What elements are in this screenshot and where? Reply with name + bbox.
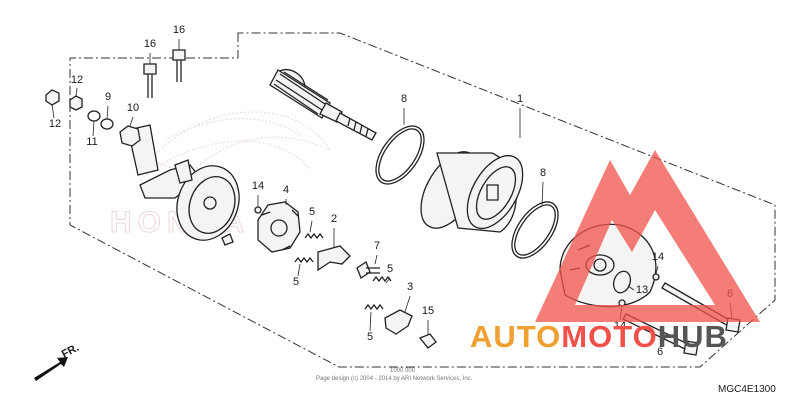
callout-c8b: 8 — [540, 167, 546, 179]
callout-c11: 11 — [86, 136, 97, 148]
callout-c5c: 5 — [387, 263, 393, 275]
callout-c13: 13 — [636, 284, 648, 296]
watermark-word-auto: AUTO — [470, 319, 561, 354]
callout-c12b: 12 — [49, 118, 61, 130]
callout-c5d: 5 — [367, 331, 373, 343]
front-cover — [127, 124, 240, 241]
nut-12-right — [69, 95, 83, 111]
o-ring-upper — [375, 125, 425, 185]
diagram-code: MGC4E1300 — [718, 384, 776, 395]
callout-c9: 9 — [105, 91, 111, 103]
watermark-logo-icon — [535, 150, 760, 322]
callout-c16b: 16 — [173, 24, 185, 36]
callout-c14c: 14 — [614, 320, 626, 332]
callout-c1: 1 — [517, 93, 523, 105]
callout-c6b: 6 — [657, 346, 663, 358]
front-direction-indicator: FR. — [34, 342, 81, 381]
terminal-brush — [317, 245, 351, 272]
copyright-text: Page design (c) 2004 - 2014 by ARI Netwo… — [316, 376, 473, 382]
callout-c2: 2 — [331, 213, 337, 225]
callout-c3: 3 — [407, 281, 413, 293]
callout-c14b: 14 — [652, 251, 664, 263]
automotohub-watermark: AUTOMOTOHUB — [470, 150, 760, 354]
small-note: 1000 000 — [390, 368, 416, 374]
spring-1 — [304, 232, 324, 240]
callout-c15: 15 — [422, 305, 434, 317]
callout-c7: 7 — [374, 240, 380, 252]
svg-text:AUTOMOTOHUB: AUTOMOTOHUB — [470, 319, 728, 354]
o-ring-lower — [511, 201, 559, 259]
brush-set — [384, 309, 413, 335]
watermark-word-hub: HUB — [658, 319, 728, 354]
front-arrow-icon — [34, 357, 68, 381]
brush-holder — [257, 201, 301, 253]
armature — [269, 68, 377, 141]
callout-c16a: 16 — [144, 38, 156, 50]
callout-labels: 161612129101181814452575315514131466 — [49, 24, 733, 358]
nut-12-left — [45, 89, 60, 106]
cap-nut — [418, 333, 437, 349]
spring-2 — [294, 256, 314, 264]
terminal-bolt — [356, 261, 380, 279]
washer-11 — [87, 110, 101, 122]
callout-c4: 4 — [283, 184, 289, 196]
motor-case — [420, 151, 524, 233]
callout-c8a: 8 — [401, 93, 407, 105]
callout-c5a: 5 — [309, 206, 315, 218]
nut-right-upper — [652, 273, 660, 281]
spring-4 — [364, 303, 384, 311]
watermark-word-moto: MOTO — [561, 319, 657, 354]
bolt-16-left — [143, 63, 157, 98]
assembly-boundary — [69, 32, 776, 368]
bolt-16-right — [172, 49, 186, 82]
nut-left — [254, 206, 262, 214]
dowel — [221, 233, 234, 246]
callout-c14a: 14 — [252, 180, 264, 192]
washer-9 — [100, 118, 114, 130]
callout-c10: 10 — [127, 102, 139, 114]
nut-10 — [119, 125, 141, 147]
washer — [612, 270, 632, 294]
callout-c5b: 5 — [293, 276, 299, 288]
leader-lines — [51, 39, 733, 348]
front-label: FR. — [60, 342, 81, 361]
spring-3 — [372, 275, 392, 283]
callout-c12a: 12 — [71, 74, 83, 86]
